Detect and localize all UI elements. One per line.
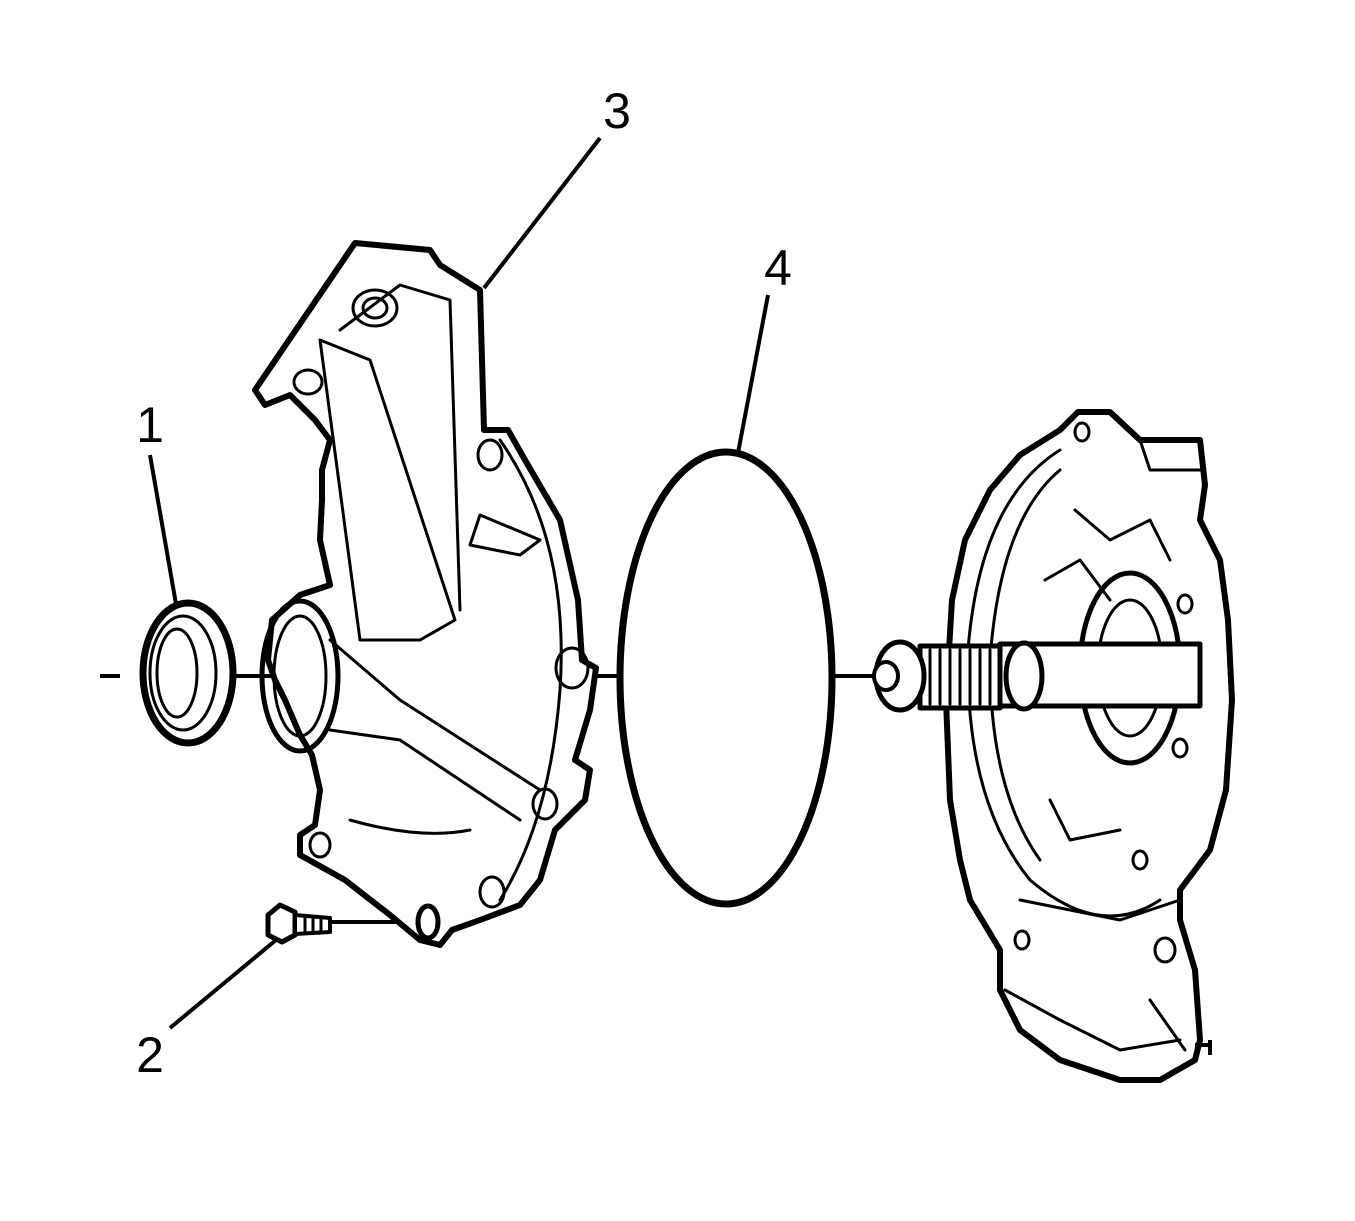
callout-2: 2 xyxy=(136,1027,164,1083)
leader-line-2 xyxy=(168,938,278,1030)
bolt-part-2 xyxy=(265,902,332,945)
callout-3: 3 xyxy=(603,83,631,139)
leader-lines xyxy=(148,136,770,1030)
output-shaft xyxy=(872,639,1203,713)
cover-part-3 xyxy=(252,240,599,948)
leader-line-3 xyxy=(482,136,602,290)
callout-4: 4 xyxy=(764,240,792,296)
o-ring-part-4 xyxy=(616,448,836,908)
transmission-case xyxy=(943,409,1235,1083)
leader-line-4 xyxy=(736,294,770,454)
callout-1: 1 xyxy=(136,397,164,453)
leader-line-1 xyxy=(148,454,178,605)
seal-part-1 xyxy=(139,599,237,747)
